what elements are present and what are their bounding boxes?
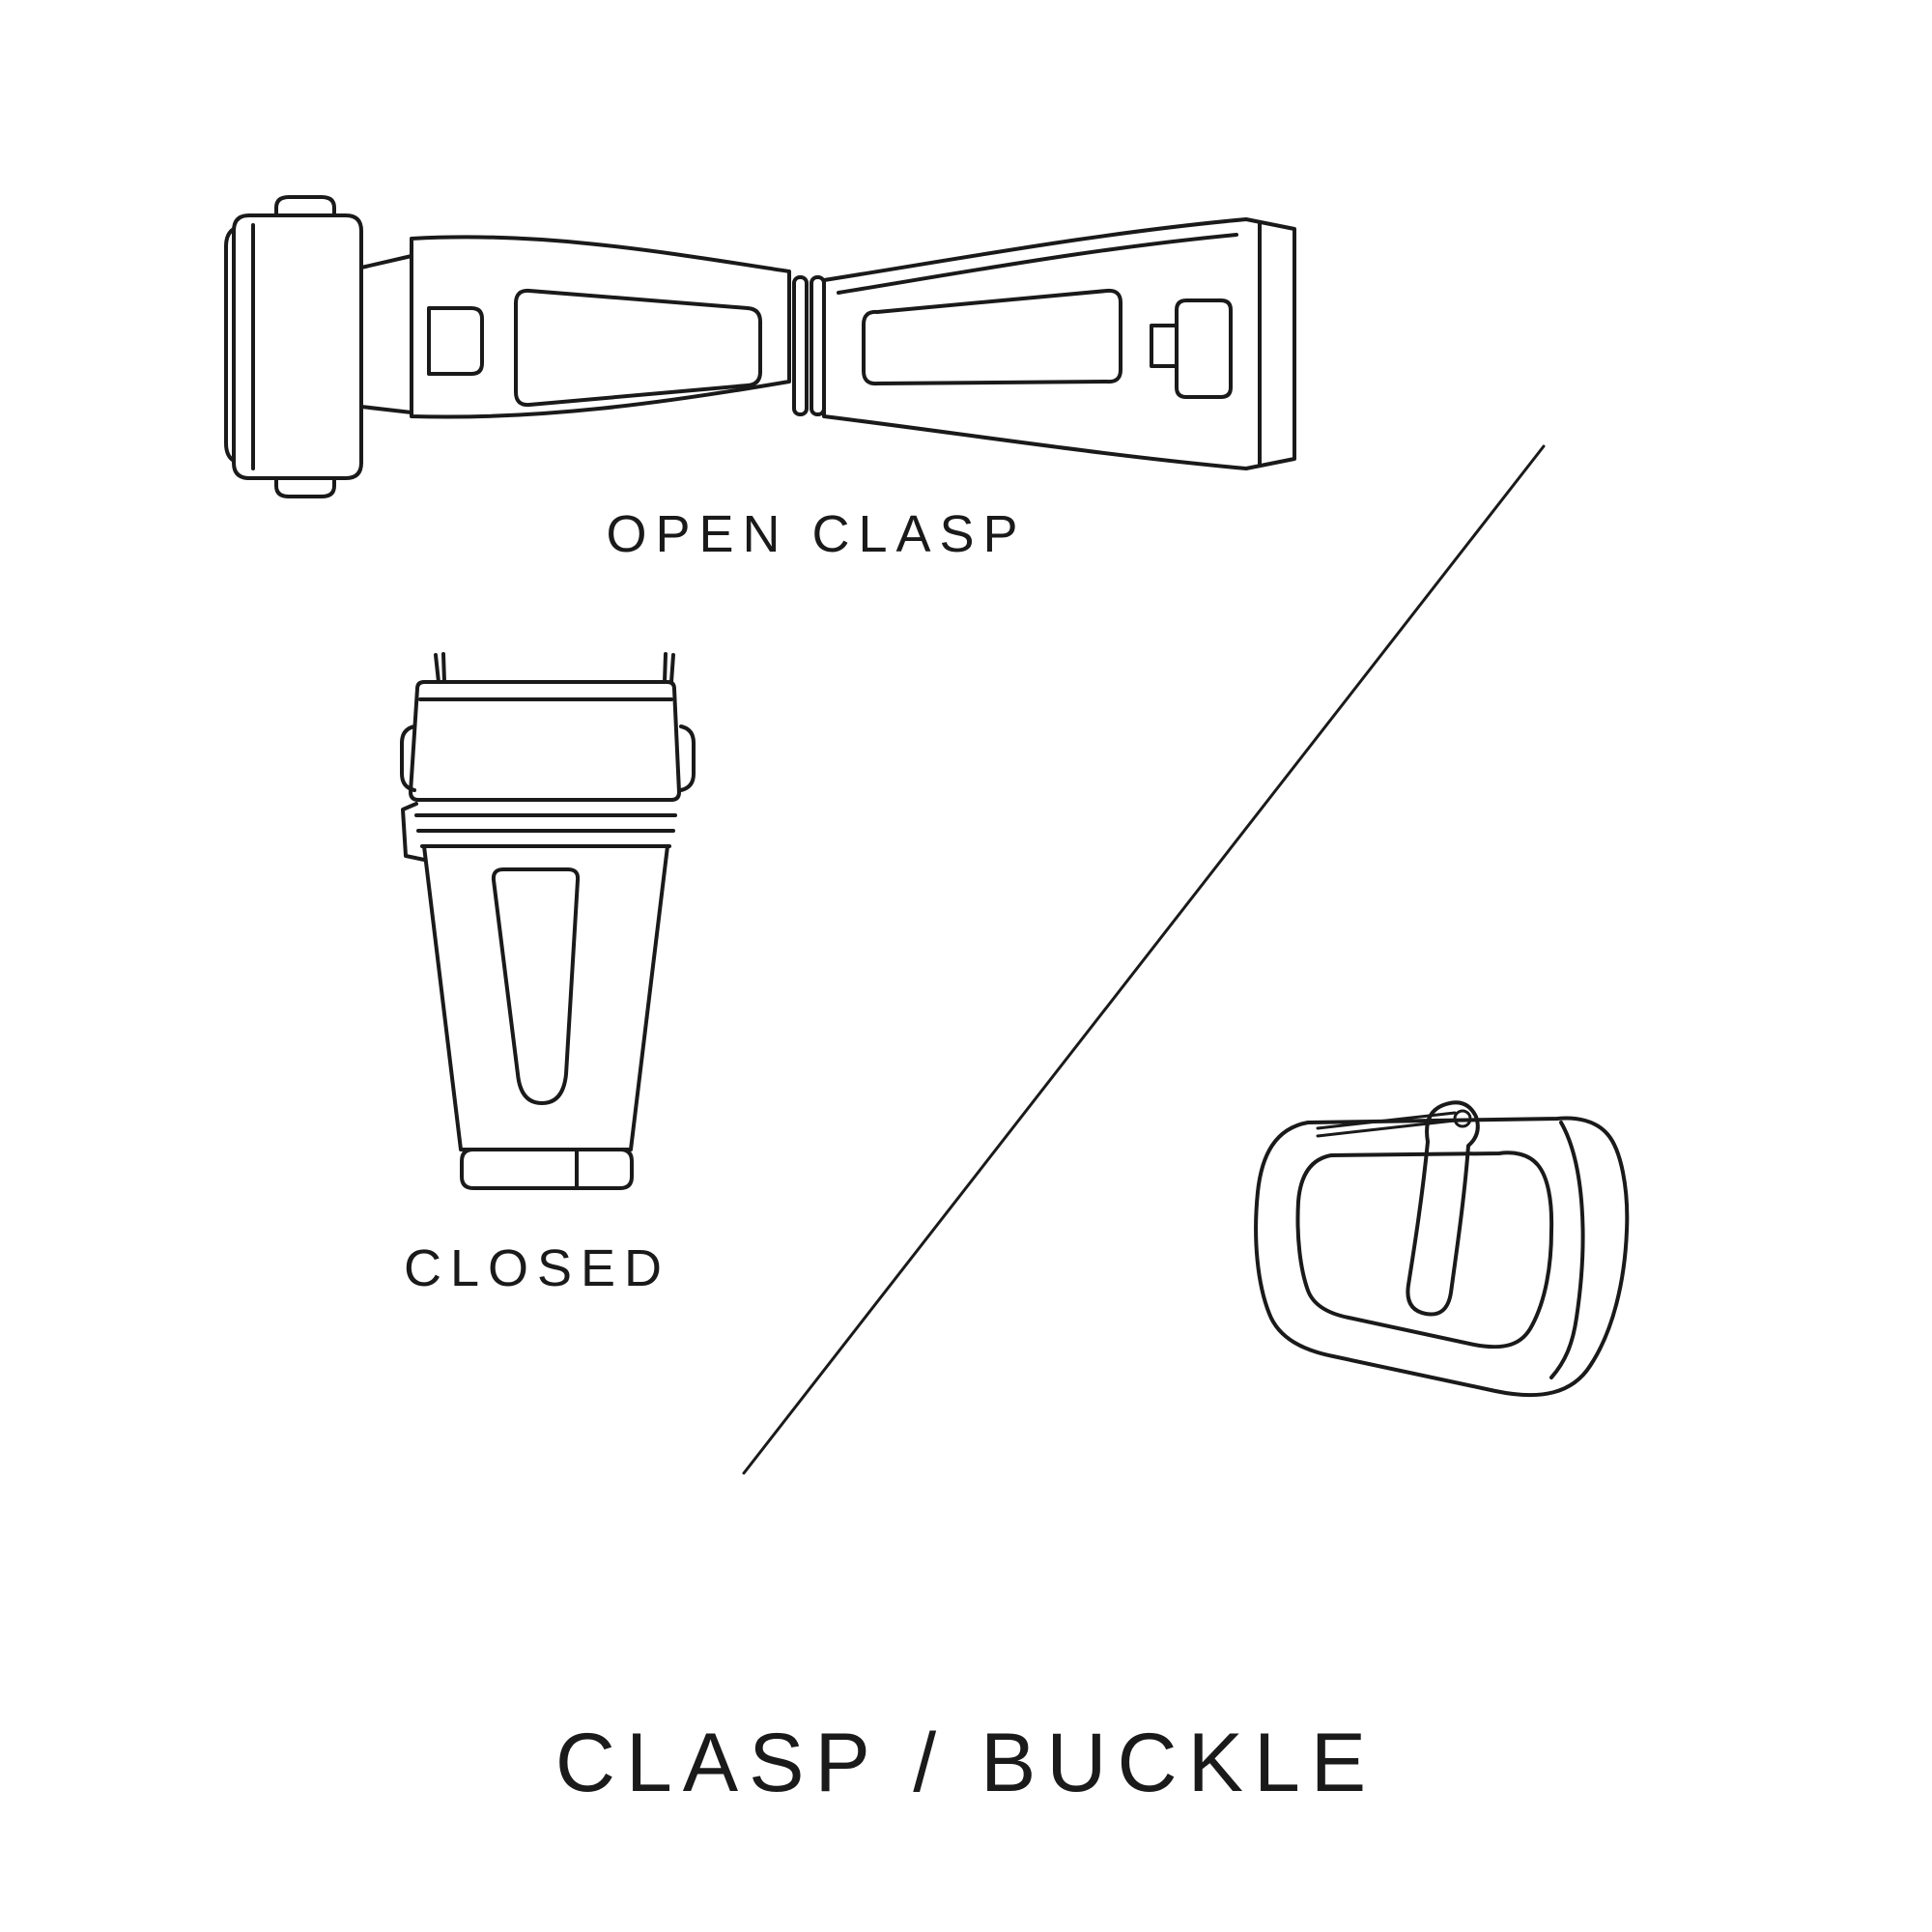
closed-clasp-right-prong: [663, 652, 675, 684]
buckle-frame-outer: [1254, 1116, 1630, 1398]
page-title: CLASP / BUCKLE: [554, 1717, 1378, 1809]
closed-clasp-side-lever: [401, 802, 426, 862]
open-clasp-hinge: [792, 275, 809, 416]
diagonal-divider-line: [742, 444, 1546, 1475]
buckle-illustration: [1254, 1100, 1630, 1398]
open-clasp-right-blade: [822, 217, 1296, 470]
buckle-tongue: [1406, 1100, 1480, 1317]
open-clasp-left-blade: [410, 235, 791, 419]
open-clasp-illustration: [224, 195, 1296, 498]
closed-clasp-illustration: [400, 652, 696, 1190]
open-clasp-catch: [1175, 298, 1233, 399]
closed-clasp-left-prong: [434, 652, 446, 684]
closed-clasp-body: [422, 844, 669, 1151]
buckle-right-band: [1549, 1121, 1585, 1379]
open-clasp-label: OPEN CLASP: [606, 505, 1027, 563]
closed-clasp-label: CLOSED: [403, 1239, 671, 1297]
buckle-frame-inner: [1295, 1151, 1554, 1350]
closed-clasp-bottom-cap: [460, 1148, 634, 1190]
closed-clasp-top-band: [409, 680, 681, 802]
open-clasp-left-band: [232, 213, 363, 480]
